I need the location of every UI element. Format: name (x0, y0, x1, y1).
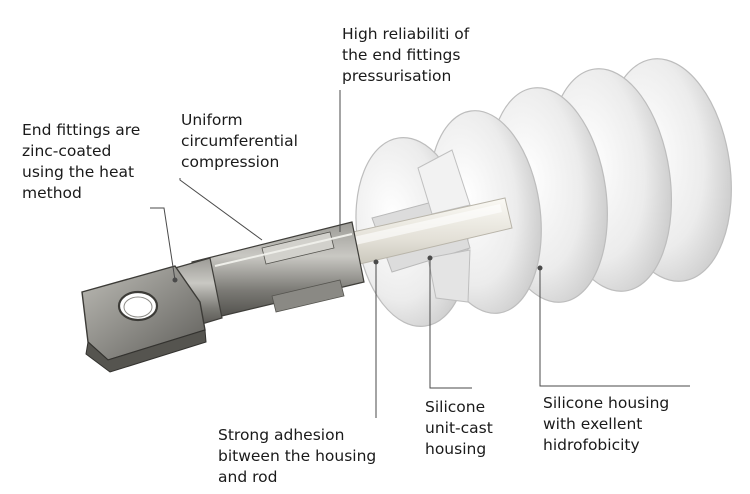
label-line: with exellent (543, 415, 643, 433)
label-line: hidrofobicity (543, 436, 640, 454)
fitting-lug-edge (85, 329, 207, 373)
leader-uniform (179, 178, 263, 241)
label-line: zinc-coated (22, 142, 112, 160)
label-strong-adhesion: Strong adhesion bitween the housing and … (218, 425, 376, 488)
leader-strong-dot (373, 259, 379, 265)
label-unit-cast-housing: Silicone unit-cast housing (425, 397, 493, 460)
label-line: Silicone (425, 398, 486, 416)
shed-fin-upper (417, 149, 471, 215)
label-uniform-compression: Uniform circumferential compression (181, 110, 298, 173)
label-line: High reliabiliti of (342, 25, 470, 43)
label-line: unit-cast (425, 419, 493, 437)
label-hydrophobicity: Silicone housing with exellent hidrofobi… (543, 393, 669, 456)
crimp-flat-2 (271, 279, 345, 313)
label-high-reliability: High reliabiliti of the end fittings pre… (342, 24, 469, 87)
label-line: End fittings are (22, 121, 141, 139)
rod-highlight (340, 204, 502, 248)
label-line: circumferential (181, 132, 298, 150)
label-line: method (22, 184, 82, 202)
leader-hydro (539, 268, 690, 387)
leader-end-fittings (150, 207, 176, 281)
label-line: housing (425, 440, 487, 458)
leader-hydro-dot (537, 265, 543, 271)
end-fitting (81, 221, 365, 373)
crimp-flat-1 (261, 231, 335, 265)
label-line: pressurisation (342, 67, 452, 85)
crimp-groove (214, 233, 353, 267)
label-line: Strong adhesion (218, 426, 345, 444)
silicone-housing (355, 58, 732, 327)
label-line: using the heat (22, 163, 135, 181)
shed-fin-lower (427, 249, 471, 303)
label-line: the end fittings (342, 46, 461, 64)
label-end-fittings: End fittings are zinc-coated using the h… (22, 120, 140, 204)
leader-unit-cast (429, 258, 472, 389)
label-line: and rod (218, 468, 278, 486)
label-line: Silicone housing (543, 394, 670, 412)
label-line: compression (181, 153, 280, 171)
leader-end-dot (172, 277, 178, 283)
lug-hole-inner (123, 296, 153, 318)
leader-unit-dot (427, 255, 433, 261)
label-line: Uniform (181, 111, 243, 129)
label-line: bitween the housing (218, 447, 377, 465)
leader-lines (150, 90, 690, 418)
